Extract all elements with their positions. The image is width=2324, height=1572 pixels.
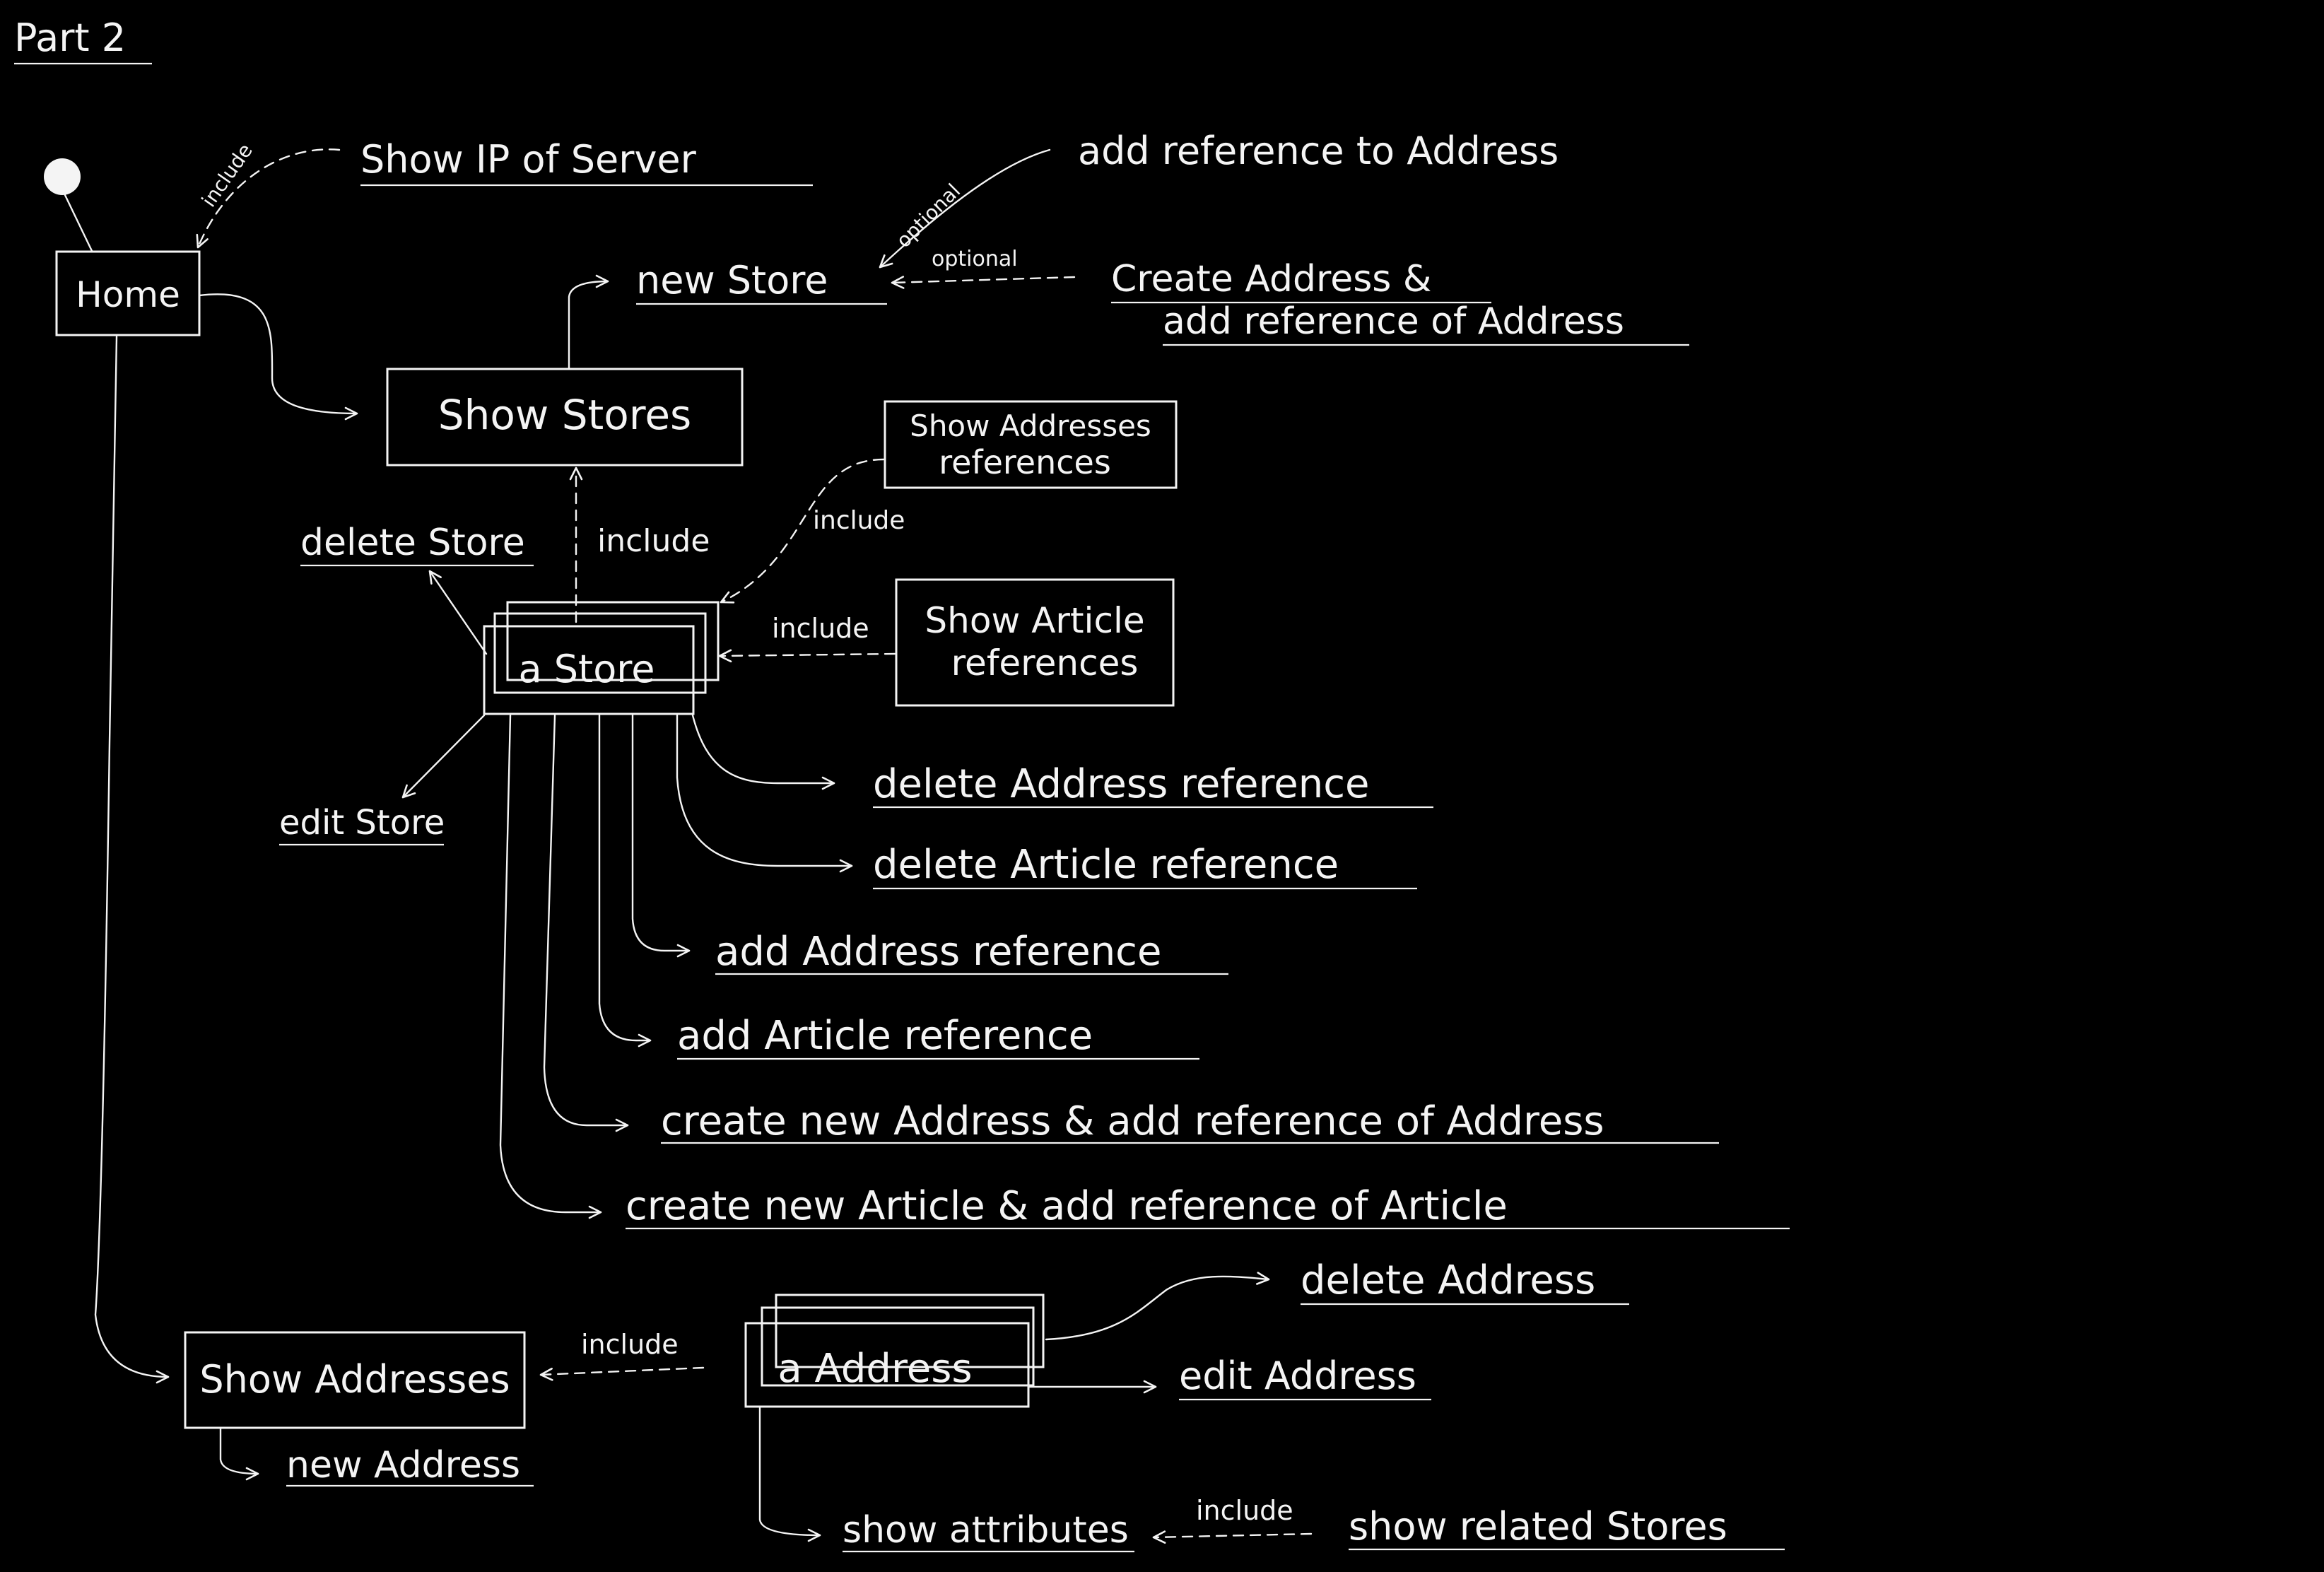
a-store-label: a Store [519,647,655,691]
include-store-label: include [597,523,710,559]
show-article-refs-box[interactable]: Show Article references [895,578,1175,707]
delete-store-action[interactable]: delete Store [300,522,525,564]
home-box[interactable]: Home [55,250,201,336]
show-article-refs-line1: Show Article [925,600,1144,641]
new-store-action[interactable]: new Store [636,258,828,303]
delete-article-ref-action[interactable]: delete Article reference [873,842,1339,888]
an-address-label: a Address [777,1346,972,1392]
show-stores-label: Show Stores [438,391,691,439]
show-stores-box[interactable]: Show Stores [386,368,744,467]
create-new-article-action[interactable]: create new Article & add reference of Ar… [626,1183,1508,1229]
a-store-box[interactable]: a Store [483,601,720,715]
include-addresses-label: include [581,1329,679,1360]
edit-address-action[interactable]: edit Address [1179,1354,1416,1398]
show-address-refs-line1: Show Addresses [910,409,1151,443]
add-address-ref-action[interactable]: add Address reference [715,929,1161,975]
include-address-refs-label: include [813,506,905,535]
show-addresses-box[interactable]: Show Addresses [184,1331,526,1429]
edit-store-action[interactable]: edit Store [279,803,445,843]
show-address-refs-line2: references [939,443,1111,481]
delete-address-action[interactable]: delete Address [1301,1257,1595,1303]
include-article-refs-label: include [772,613,869,644]
show-address-refs-box[interactable]: Show Addresses references [884,400,1178,489]
add-article-ref-action[interactable]: add Article reference [677,1013,1093,1059]
create-address-line1[interactable]: Create Address & [1111,258,1431,300]
show-ip-action[interactable]: Show IP of Server [360,137,697,182]
page-title: Part 2 [14,16,126,60]
include-attributes-label: include [1196,1495,1293,1526]
show-addresses-label: Show Addresses [199,1357,510,1402]
optional-label-2: optional [932,247,1018,271]
create-address-line2[interactable]: add reference of Address [1163,300,1624,343]
add-ref-to-address-action[interactable]: add reference to Address [1078,129,1559,173]
show-related-stores-action[interactable]: show related Stores [1349,1504,1727,1549]
an-address-box[interactable]: a Address [744,1294,1045,1408]
create-new-address-action[interactable]: create new Address & add reference of Ad… [661,1098,1604,1144]
delete-address-ref-action[interactable]: delete Address reference [873,761,1369,807]
new-address-action[interactable]: new Address [286,1444,520,1486]
home-label: Home [76,274,180,315]
show-attributes-action[interactable]: show attributes [843,1509,1129,1552]
show-article-refs-line2: references [951,643,1139,684]
start-dot [44,158,81,195]
